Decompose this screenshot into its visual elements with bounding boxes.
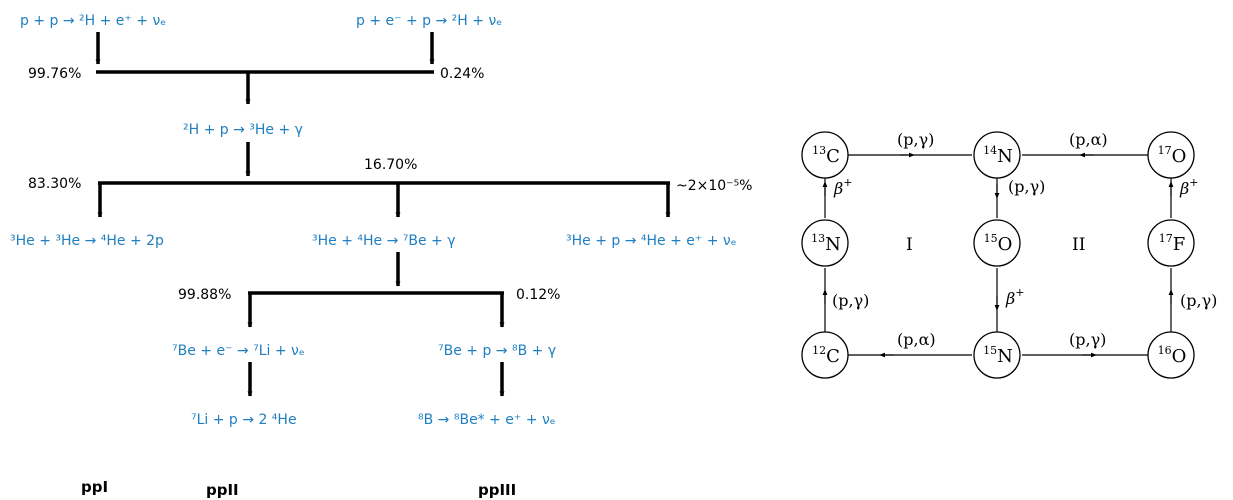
reaction-dp: ²H + p → ³He + γ <box>183 122 303 138</box>
label-beta-n13: β+ <box>833 176 852 198</box>
element-n13: N <box>825 234 841 255</box>
nucleus-o16: 16O <box>1158 344 1187 367</box>
reaction-he3he3: ³He + ³He → ⁴He + 2p <box>10 233 164 249</box>
element-o15: O <box>998 234 1013 255</box>
node-f17 <box>1147 219 1195 267</box>
pct-hep: ~2×10⁻⁵% <box>676 178 753 194</box>
element-o17: O <box>1172 146 1187 167</box>
pp-chain <box>95 32 671 397</box>
beta-symbol: β <box>1005 289 1015 308</box>
cno-arrowheads <box>822 152 1174 358</box>
pct-pep: 0.24% <box>440 66 484 82</box>
node-o15 <box>973 219 1021 267</box>
mass-o15: 15 <box>984 232 998 245</box>
pct-ppI: 83.30% <box>28 176 81 192</box>
cycle-label-two: II <box>1072 235 1085 255</box>
branch-ppIII: ppIII <box>478 481 516 499</box>
node-n15 <box>973 331 1021 379</box>
node-c13 <box>801 131 849 179</box>
pct-pp: 99.76% <box>28 66 81 82</box>
node-n14 <box>973 131 1021 179</box>
nucleus-f17: 17F <box>1159 232 1186 255</box>
label-o16-f17: (p,γ) <box>1180 291 1217 310</box>
label-c12-n15: (p,α) <box>897 330 936 349</box>
element-f17: F <box>1173 234 1186 255</box>
reaction-he3he4: ³He + ⁴He → ⁷Be + γ <box>312 233 456 249</box>
mass-c13: 13 <box>812 144 826 157</box>
label-c12-n13: (p,γ) <box>832 291 869 310</box>
label-n14-o17: (p,α) <box>1069 130 1108 149</box>
element-c12: C <box>826 346 840 367</box>
mass-n15: 15 <box>983 344 997 357</box>
label-n15-o16: (p,γ) <box>1069 330 1106 349</box>
mass-n14: 14 <box>983 144 997 157</box>
mass-n13: 13 <box>811 232 825 245</box>
beta-symbol: β <box>1179 179 1189 198</box>
element-n15: N <box>997 346 1013 367</box>
mass-c12: 12 <box>812 344 826 357</box>
reaction-be7p: ⁷Be + p → ⁸B + γ <box>438 343 556 359</box>
node-o17 <box>1147 131 1195 179</box>
nucleus-n15: 15N <box>983 344 1013 367</box>
beta-symbol: β <box>833 179 843 198</box>
label-beta-f17: β+ <box>1179 176 1198 198</box>
nucleus-c13: 13C <box>812 144 840 167</box>
mass-o17: 17 <box>1158 144 1172 157</box>
node-n13 <box>801 219 849 267</box>
nucleus-n13: 13N <box>811 232 841 255</box>
nucleus-o17: 17O <box>1158 144 1187 167</box>
branch-ppI: ppI <box>81 478 108 496</box>
cycle-label-one: I <box>906 235 913 255</box>
reaction-be7e: ⁷Be + e⁻ → ⁷Li + νₑ <box>172 343 305 359</box>
label-c13-n14: (p,γ) <box>897 130 934 149</box>
element-n14: N <box>997 146 1013 167</box>
element-o16: O <box>1172 346 1187 367</box>
pct-be7p: 0.12% <box>516 287 560 303</box>
mass-f17: 17 <box>1159 232 1173 245</box>
label-n14-o15: (p,γ) <box>1008 177 1045 196</box>
element-c13: C <box>826 146 840 167</box>
pct-ppII-III: 16.70% <box>364 157 417 173</box>
reaction-pep: p + e⁻ + p → ²H + νₑ <box>356 13 502 29</box>
reaction-hep: ³He + p → ⁴He + e⁺ + νₑ <box>566 233 737 249</box>
label-beta-o15: β+ <box>1005 286 1024 308</box>
nucleus-n14: 14N <box>983 144 1013 167</box>
pct-be7e: 99.88% <box>178 287 231 303</box>
reaction-pp: p + p → ²H + e⁺ + νₑ <box>20 13 166 29</box>
nucleus-c12: 12C <box>812 344 840 367</box>
beta-plus: + <box>1015 286 1024 299</box>
node-c12 <box>801 331 849 379</box>
nucleus-o15: 15O <box>984 232 1013 255</box>
branch-ppII: ppII <box>206 481 239 499</box>
reaction-b8: ⁸B → ⁸Be* + e⁺ + νₑ <box>418 412 556 428</box>
beta-plus: + <box>1189 176 1198 189</box>
reaction-li7p: ⁷Li + p → 2 ⁴He <box>191 412 297 428</box>
beta-plus: + <box>843 176 852 189</box>
node-o16 <box>1147 331 1195 379</box>
mass-o16: 16 <box>1158 344 1172 357</box>
